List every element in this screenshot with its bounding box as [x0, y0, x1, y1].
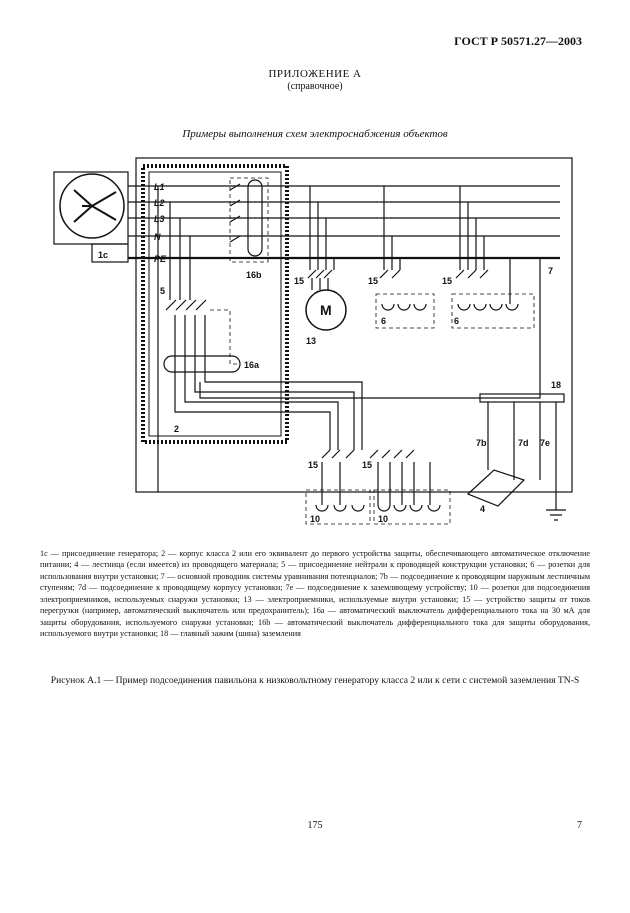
sheet-number: 7 [577, 820, 582, 831]
ladder-4 [466, 469, 526, 507]
earth-symbol [546, 509, 566, 521]
page-number: 175 [307, 820, 323, 831]
label-1c: 1c [98, 250, 108, 260]
label-15e: 15 [362, 460, 372, 470]
label-10b: 10 [378, 514, 388, 524]
outlet-group-6b [451, 293, 535, 329]
label-pe: PE [154, 254, 167, 264]
label-13: 13 [306, 336, 316, 346]
class2-enclosure-inner [148, 171, 282, 437]
motor-symbol [305, 289, 347, 331]
label-2: 2 [174, 424, 179, 434]
legend-text: 1c — присоединение генератора; 2 — корпу… [40, 549, 590, 639]
diagram-labels: L1 L2 L3 N PE 1c 5 2 16b 16a 15 15 15 15… [98, 182, 561, 524]
annex-title: ПРИЛОЖЕНИЕ А [268, 68, 362, 80]
wiring-diagram: L1 L2 L3 N PE 1c 5 2 16b 16a 15 15 15 15… [53, 157, 573, 525]
installation-outline [135, 157, 573, 493]
outlet-group-10b [373, 489, 451, 525]
label-4: 4 [480, 504, 485, 514]
overcurrent-protection-lower [321, 449, 415, 459]
figure-legend: 1c — присоединение генератора; 2 — корпу… [40, 548, 590, 640]
earth-bar-18 [479, 393, 565, 403]
rcd-16a [163, 355, 241, 373]
rcd-16b-contacts [229, 183, 241, 243]
label-18: 18 [551, 380, 561, 390]
rcd-16a-contacts [165, 299, 207, 311]
label-n: N [154, 232, 161, 242]
label-15a: 15 [294, 276, 304, 286]
figure-title: Примеры выполнения схем электроснабжения… [182, 128, 448, 140]
label-5: 5 [160, 286, 165, 296]
label-motor: M [320, 302, 332, 318]
label-16b: 16b [246, 270, 262, 280]
label-l2: L2 [154, 198, 165, 208]
label-l3: L3 [154, 214, 165, 224]
label-16a: 16a [244, 360, 260, 370]
figure-caption: Рисунок А.1 — Пример подсоединения павил… [50, 675, 580, 686]
rcd-16b [247, 179, 263, 257]
busbars [128, 185, 560, 260]
outlet-group-6a [375, 293, 435, 329]
feeders-to-10 [174, 315, 363, 450]
standard-header: ГОСТ Р 50571.27—2003 [454, 34, 582, 48]
label-l1: L1 [154, 182, 165, 192]
label-15b: 15 [368, 276, 378, 286]
label-6a: 6 [381, 316, 386, 326]
label-10a: 10 [310, 514, 320, 524]
annex-subtitle: (справочное) [287, 81, 343, 92]
label-15c: 15 [442, 276, 452, 286]
label-7: 7 [548, 266, 553, 276]
motor-feeder [309, 186, 335, 270]
feeder-16a [169, 202, 191, 300]
label-7d: 7d [518, 438, 529, 448]
label-15d: 15 [308, 460, 318, 470]
class2-enclosure [141, 164, 289, 444]
label-7e: 7e [540, 438, 550, 448]
outlet-group-10a [305, 489, 371, 525]
generator-symbol [53, 171, 129, 263]
label-6b: 6 [454, 316, 459, 326]
label-7b: 7b [476, 438, 487, 448]
